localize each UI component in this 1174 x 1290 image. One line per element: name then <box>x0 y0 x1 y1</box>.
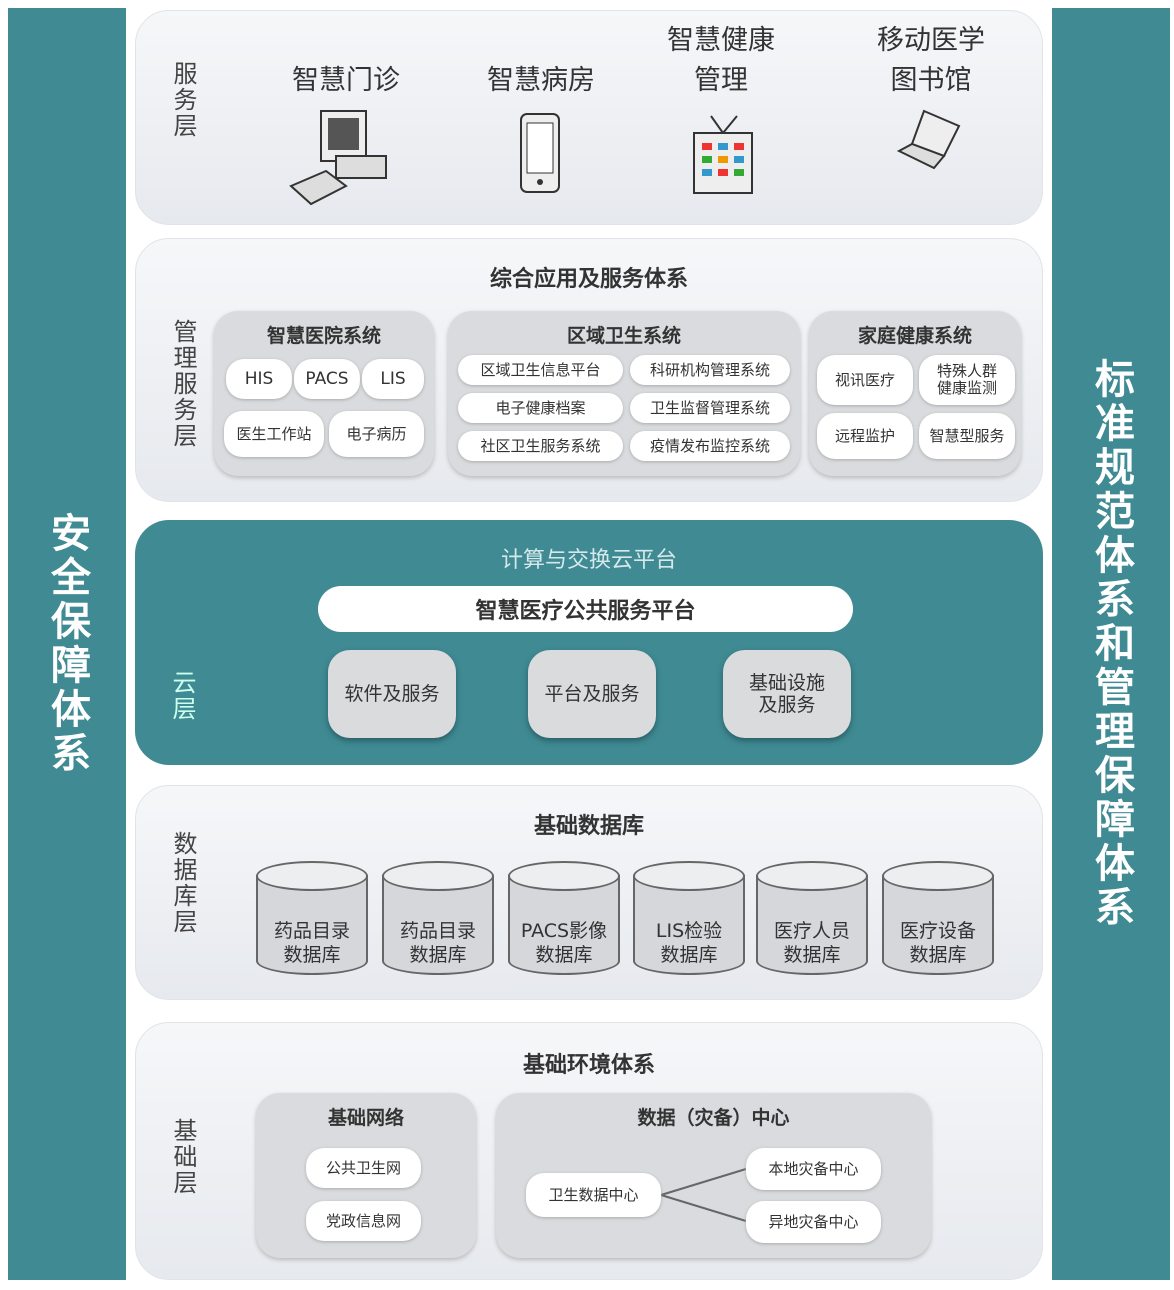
regional-item: 科研机构管理系统 <box>630 355 790 385</box>
network-item: 党政信息网 <box>306 1201 421 1241</box>
db-name: 医疗设备 <box>899 920 976 942</box>
family-item: 特殊人群健康监测 <box>919 355 1015 405</box>
health-data-center: 卫生数据中心 <box>526 1173 661 1217</box>
group-title: 区域卫生系统 <box>566 325 681 347</box>
database-cylinder: LIS检验数据库 <box>633 861 745 981</box>
db-name: 数据库 <box>909 944 967 966</box>
remote-backup-center: 异地灾备中心 <box>746 1201 881 1243</box>
db-name: 数据库 <box>283 944 341 966</box>
emr-item: 电子病历 <box>329 411 424 457</box>
database-cylinder: PACS影像数据库 <box>508 861 620 981</box>
service-layer: 服务层 智慧门诊 智慧病房 智慧健康管理 移动医学图书馆 <box>135 10 1043 225</box>
smart-hospital-group: 智慧医院系统 HIS PACS LIS 医生工作站 电子病历 <box>214 311 434 476</box>
service-label: 图书馆 <box>890 65 972 96</box>
database-cylinder: 药品目录数据库 <box>382 861 494 981</box>
db-name: 药品目录 <box>273 920 350 942</box>
db-name: 数据库 <box>783 944 841 966</box>
desktop-computer-icon <box>289 110 387 206</box>
family-item: 智慧型服务 <box>919 413 1015 459</box>
regional-item: 疫情发布监控系统 <box>630 431 790 461</box>
db-name: 数据库 <box>660 944 718 966</box>
regional-health-group: 区域卫生系统 区域卫生信息平台 科研机构管理系统 电子健康档案 卫生监督管理系统… <box>448 311 800 476</box>
group-title: 家庭健康系统 <box>857 325 972 347</box>
family-item: 视讯医疗 <box>817 355 913 405</box>
database-cylinder: 医疗设备数据库 <box>882 861 994 981</box>
layer-label: 管理服务层 <box>169 319 197 449</box>
service-mobile-library: 移动医学图书馆 <box>851 21 1011 101</box>
service-label: 移动医学 <box>877 25 985 56</box>
section-title: 基础数据库 <box>533 814 644 839</box>
section-title: 基础环境体系 <box>522 1053 655 1078</box>
layer-label: 云层 <box>168 670 196 722</box>
db-name: PACS影像 <box>520 920 608 942</box>
service-smart-ward: 智慧病房 <box>461 61 621 101</box>
data-center-group: 数据（灾备）中心 卫生数据中心 本地灾备中心 异地灾备中心 <box>496 1093 931 1258</box>
group-title: 基础网络 <box>327 1107 404 1129</box>
family-item: 远程监护 <box>817 413 913 459</box>
group-title: 智慧医院系统 <box>266 325 381 347</box>
service-health-mgmt: 智慧健康管理 <box>641 21 801 101</box>
service-label: 管理 <box>694 65 748 96</box>
database-layer: 数据库层 基础数据库 药品目录数据库 药品目录数据库 PACS影像数据库 LIS… <box>135 785 1043 1000</box>
base-layer: 基础层 基础环境体系 基础网络 公共卫生网 党政信息网 数据（灾备）中心 卫生数… <box>135 1022 1043 1280</box>
management-service-layer: 管理服务层 综合应用及服务体系 智慧医院系统 HIS PACS LIS 医生工作… <box>135 238 1043 502</box>
db-name: 药品目录 <box>399 920 476 942</box>
layer-label: 基础层 <box>169 1118 197 1196</box>
iaas-box: 基础设施及服务 <box>723 650 851 738</box>
regional-item: 电子健康档案 <box>458 393 623 423</box>
database-cylinder: 医疗人员数据库 <box>756 861 868 981</box>
local-backup-center: 本地灾备中心 <box>746 1148 881 1190</box>
cloud-layer: 云层 计算与交换云平台 智慧医疗公共服务平台 软件及服务 平台及服务 基础设施及… <box>135 520 1043 765</box>
service-smart-clinic: 智慧门诊 <box>266 61 426 101</box>
tablet-icon <box>520 113 560 193</box>
db-name: 数据库 <box>535 944 593 966</box>
layer-label: 服务层 <box>169 61 197 139</box>
regional-item: 卫生监督管理系统 <box>630 393 790 423</box>
section-title: 综合应用及服务体系 <box>489 267 688 292</box>
service-label: 智慧病房 <box>487 65 595 96</box>
security-system-bar: 安全保障体系 <box>8 8 126 1280</box>
layer-label: 数据库层 <box>169 831 197 935</box>
service-label: 智慧健康 <box>667 25 775 56</box>
db-name: LIS检验 <box>655 920 723 942</box>
group-title: 数据（灾备）中心 <box>637 1107 790 1129</box>
database-cylinder: 药品目录数据库 <box>256 861 368 981</box>
doctor-station-item: 医生工作站 <box>224 411 324 457</box>
saas-box: 软件及服务 <box>328 650 456 738</box>
standards-system-bar: 标准规范体系和管理保障体系 <box>1052 8 1170 1280</box>
pacs-item: PACS <box>294 359 360 399</box>
db-name: 数据库 <box>409 944 467 966</box>
base-network-group: 基础网络 公共卫生网 党政信息网 <box>256 1093 476 1258</box>
network-item: 公共卫生网 <box>306 1148 421 1188</box>
db-name: 医疗人员 <box>773 920 850 942</box>
public-service-platform: 智慧医疗公共服务平台 <box>318 586 853 632</box>
lis-item: LIS <box>362 359 424 399</box>
family-health-group: 家庭健康系统 视讯医疗 特殊人群健康监测 远程监护 智慧型服务 <box>809 311 1021 476</box>
laptop-icon <box>896 109 961 170</box>
regional-item: 社区卫生服务系统 <box>458 431 623 461</box>
regional-item: 区域卫生信息平台 <box>458 355 623 385</box>
section-title: 计算与交换云平台 <box>500 548 677 573</box>
his-item: HIS <box>226 359 292 399</box>
connector-lines <box>660 1168 747 1222</box>
service-label: 智慧门诊 <box>292 65 400 96</box>
paas-box: 平台及服务 <box>528 650 656 738</box>
tv-icon <box>693 115 753 194</box>
